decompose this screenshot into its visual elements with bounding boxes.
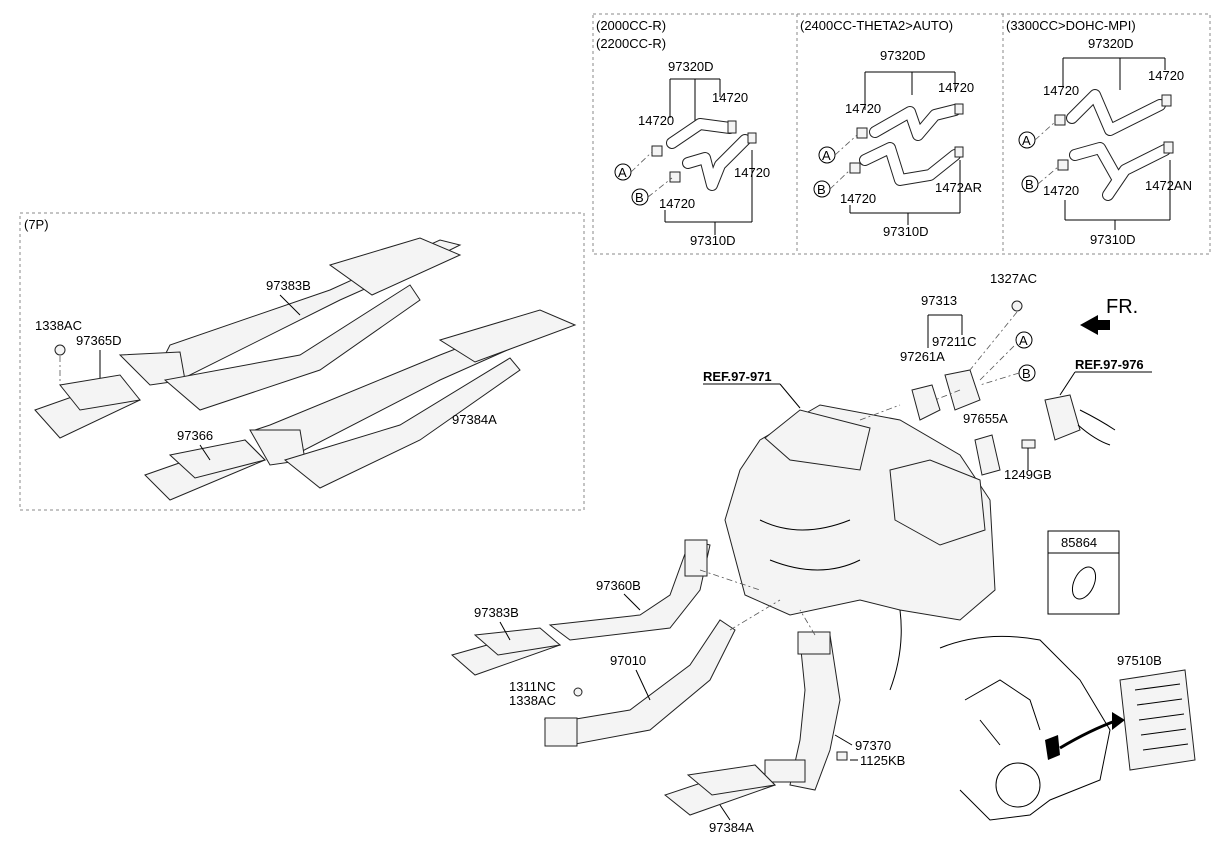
label-97384a-7p: 97384A [452,412,497,427]
label-97010: 97010 [610,653,646,668]
variant-2-clamp-b-label: 14720 [840,191,876,206]
label-97313: 97313 [921,293,957,308]
label-1327ac: 1327AC [990,271,1037,286]
label-97655a: 97655A [963,411,1008,426]
variant-panel-3: (3300CC>DOHC-MPI) 97320D 14720 14720 A B… [1006,18,1192,247]
box-85864 [1047,530,1120,615]
label-97366-7p: 97366 [177,428,213,443]
main-marker-a: A [1019,333,1028,348]
variant-1-bottom-part-label: 97310D [690,233,736,248]
variant-3-top-part-label: 97320D [1088,36,1134,51]
variant-panel-2: (2400CC-THETA2>AUTO) 97320D 14720 14720 … [800,18,982,239]
variant-panels-frame [592,13,1211,255]
label-97211c: 97211C [932,334,977,349]
label-1338ac: 1338AC [509,693,556,708]
label-1249gb: 1249GB [1004,467,1052,482]
label-85864: 85864 [1061,535,1097,550]
variant-3-marker-b: B [1025,177,1034,192]
vent-97510b [1119,669,1196,771]
label-1338ac-7p: 1338AC [35,318,82,333]
seven-p-frame [19,212,585,511]
label-97261a: 97261A [900,349,945,364]
main-marker-b: B [1022,366,1031,381]
front-arrow-icon [1080,315,1110,335]
variant-1-clamp-b-label: 14720 [659,196,695,211]
label-97510b: 97510B [1117,653,1162,668]
variant-2-bottom-part-label: 97310D [883,224,929,239]
nut-1311nc-icon [573,687,583,697]
marker-b-label: B [635,190,644,205]
variant-1-title: (2000CC-R) [596,18,666,33]
variant-1-clamp-top-right-label: 14720 [712,90,748,105]
label-1311nc: 1311NC [509,679,556,694]
variant-2-title: (2400CC-THETA2>AUTO) [800,18,953,33]
variant-2-clamp-top-right-label: 14720 [938,80,974,95]
label-1125kb: 1125KB [860,753,905,768]
label-97383b-7p: 97383B [266,278,311,293]
label-97365d-7p: 97365D [76,333,122,348]
variant-3-clamp-a-label: 14720 [1043,83,1079,98]
variant-3-clamp-bottom-right-label: 1472AN [1145,178,1192,193]
variant-3-clamp-b-label: 14720 [1043,183,1079,198]
marker-a-label: A [618,165,627,180]
variant-panels: (2000CC-R) (2200CC-R) 97320D 14720 14720… [592,13,1211,255]
variant-1-clamp-a-label: 14720 [638,113,674,128]
label-97370: 97370 [855,738,891,753]
variant-3-marker-a: A [1022,133,1031,148]
variant-2-top-part-label: 97320D [880,48,926,63]
variant-1-top-part-label: 97320D [668,59,714,74]
car-wheel-icon [995,762,1041,808]
ref-97-971: REF.97-971 [703,369,772,384]
variant-2-clamp-a-label: 14720 [845,101,881,116]
grommet-icon [1071,566,1097,600]
blower-connector [1044,394,1081,441]
gasket-97211c [944,369,981,411]
seven-p-panel: (7P) 97383B 97384A 1338AC 97365D 97366 [19,212,585,511]
label-97384a: 97384A [709,820,754,835]
ref-97-976: REF.97-976 [1075,357,1144,372]
nut-1327ac-icon [1011,300,1023,312]
nut-icon-7p [54,344,66,356]
variant-1-clamp-icon [727,120,737,134]
variant-3-clamp-top-right-label: 14720 [1148,68,1184,83]
variant-2-marker-b: B [817,182,826,197]
label-97360b: 97360B [596,578,641,593]
variant-2-marker-a: A [822,148,831,163]
front-label: FR. [1106,296,1138,318]
gasket-97655a [974,434,1001,476]
duct-97370 [789,634,841,791]
label-97383b: 97383B [474,605,519,620]
bolt-1125kb-icon [836,751,848,761]
variant-panel-1: (2000CC-R) (2200CC-R) 97320D 14720 14720… [596,18,770,248]
main-assembly: REF.97-971 97313 97261A 97211C 1327AC A … [450,271,1196,835]
variant-3-title: (3300CC>DOHC-MPI) [1006,18,1136,33]
seven-p-title: (7P) [24,217,49,232]
car-silhouette [939,635,1111,821]
gasket-97261a [911,384,941,421]
duct-97360b [548,539,711,641]
variant-2-clamp-bottom-right-label: 1472AR [935,180,982,195]
variant-3-bottom-part-label: 97310D [1090,232,1136,247]
variant-1-subtitle: (2200CC-R) [596,36,666,51]
bolt-1249gb-icon [1021,439,1036,449]
